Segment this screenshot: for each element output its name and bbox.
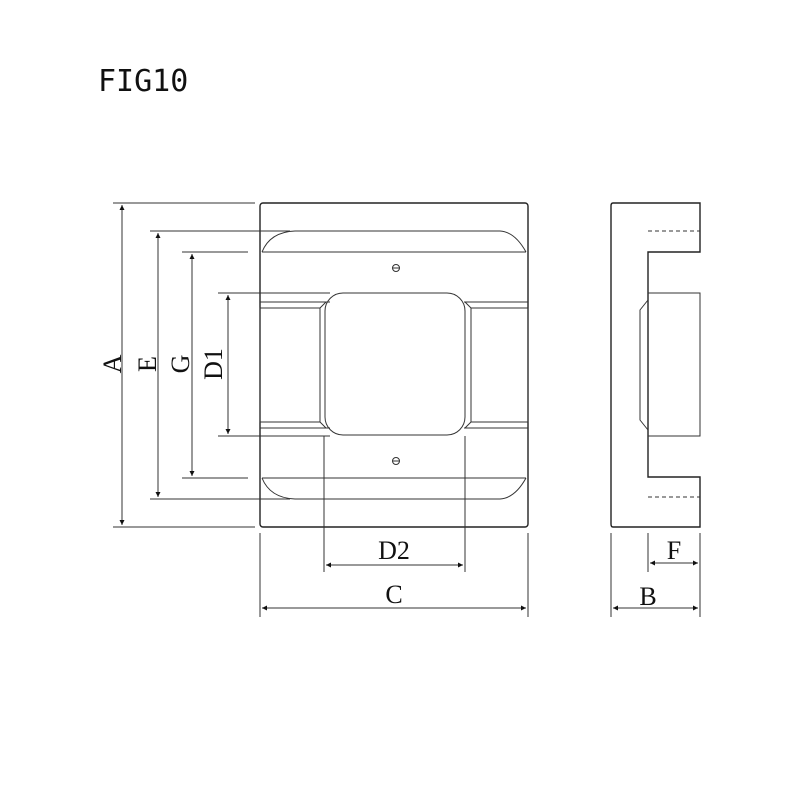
upper-recess [261, 230, 527, 253]
lower-recess [261, 477, 527, 500]
front-view [259, 202, 529, 528]
dim-label-e: E [133, 356, 162, 372]
dim-label-d1: D1 [199, 348, 228, 380]
dim-label-b: B [639, 582, 656, 611]
mounting-hole-top [392, 264, 400, 272]
extension-lines [113, 202, 701, 617]
dim-label-g: G [166, 355, 195, 374]
right-window [464, 301, 529, 429]
dim-label-a: A [98, 354, 127, 373]
side-view [610, 202, 701, 528]
side-profile [610, 202, 701, 528]
mounting-hole-bottom [392, 457, 400, 465]
side-core [648, 292, 701, 437]
center-core [324, 292, 466, 436]
dim-label-c: C [385, 580, 402, 609]
dim-label-f: F [667, 536, 681, 565]
figure-title: FIG10 [98, 64, 189, 99]
dim-label-d2: D2 [378, 536, 410, 565]
left-window [259, 301, 327, 429]
